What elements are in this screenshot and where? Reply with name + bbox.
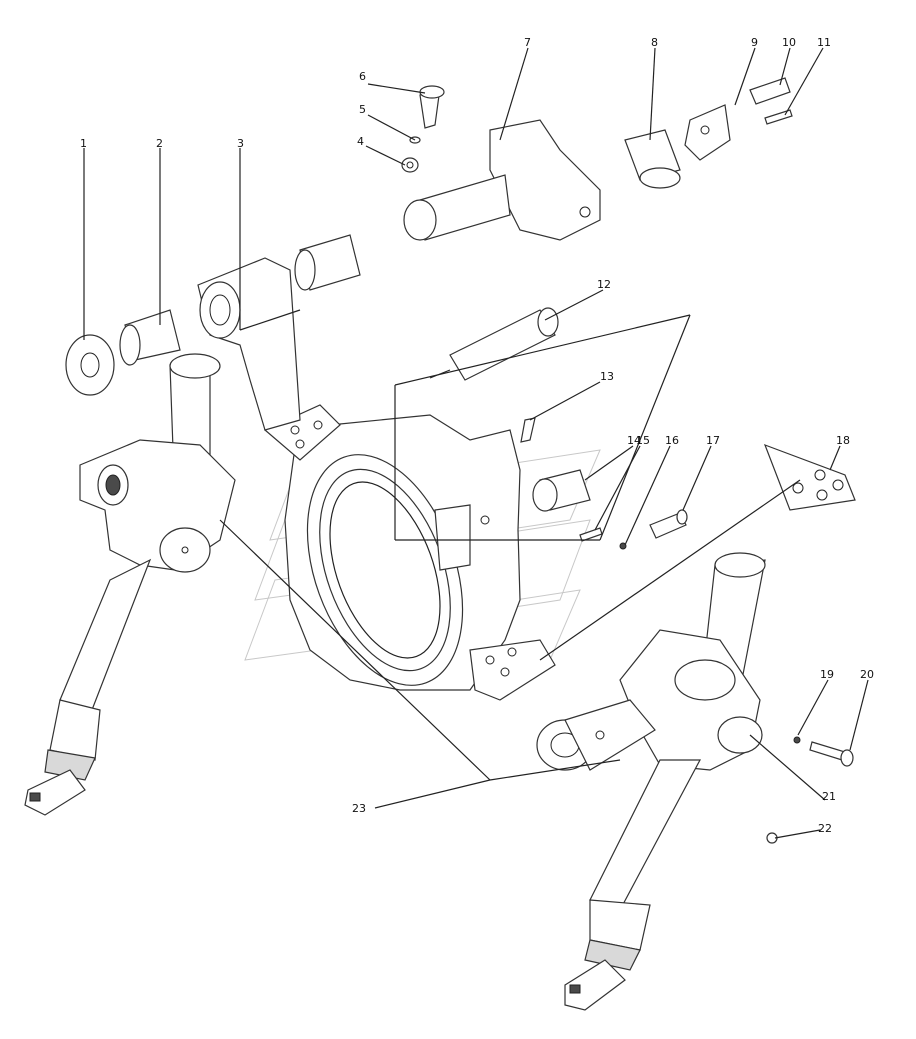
callout-15-visible: 15 (636, 434, 650, 447)
callout-10: 10 (782, 36, 796, 49)
shaft-12 (429, 307, 559, 381)
callout-13: 13 (600, 370, 614, 383)
callout-19: 19 (820, 668, 834, 681)
pin-13 (520, 417, 536, 443)
callout-6: 6 (359, 70, 366, 83)
pin-10 (749, 77, 791, 105)
pin-11 (764, 109, 793, 125)
nut-1 (65, 334, 115, 396)
bushing-14 (532, 469, 591, 512)
callout-12: 12 (597, 278, 611, 291)
ball-16 (619, 542, 627, 550)
upper-yoke (403, 119, 601, 241)
main-housing (263, 404, 556, 701)
link-arm (197, 257, 301, 431)
leader-lines (83, 47, 869, 839)
callout-labels: 1 2 3 4 5 6 7 8 9 10 11 12 13 14 15 15 1… (80, 36, 874, 835)
callout-7: 7 (524, 36, 531, 49)
callout-8: 8 (651, 36, 658, 49)
callout-14: 14 (627, 434, 641, 447)
callout-5: 5 (359, 103, 366, 116)
right-strut (536, 552, 766, 1011)
plate-18 (763, 443, 856, 511)
callout-18: 18 (836, 434, 850, 447)
callout-20: 20 (860, 668, 874, 681)
callout-4: 4 (357, 135, 364, 148)
bushing-upper (294, 234, 361, 291)
bushing-8 (624, 129, 681, 189)
clamp-9 (684, 104, 731, 161)
bolt-6 (419, 85, 445, 129)
callout-21: 21 (822, 790, 836, 803)
bushing-2 (119, 309, 181, 366)
callout-11: 11 (817, 36, 831, 49)
callout-22: 22 (818, 822, 832, 835)
nut-4 (401, 157, 419, 173)
left-strut (24, 353, 236, 816)
callout-16: 16 (665, 434, 679, 447)
callout-9: 9 (751, 36, 758, 49)
callout-23: 23 (352, 802, 366, 815)
callout-3: 3 (237, 137, 244, 150)
washer-19 (793, 736, 801, 744)
bolt-20 (809, 741, 854, 767)
pin-15 (579, 527, 603, 542)
callout-17: 17 (706, 434, 720, 447)
callout-1: 1 (80, 137, 87, 150)
callout-2: 2 (156, 137, 163, 150)
bolt-17 (649, 509, 688, 539)
